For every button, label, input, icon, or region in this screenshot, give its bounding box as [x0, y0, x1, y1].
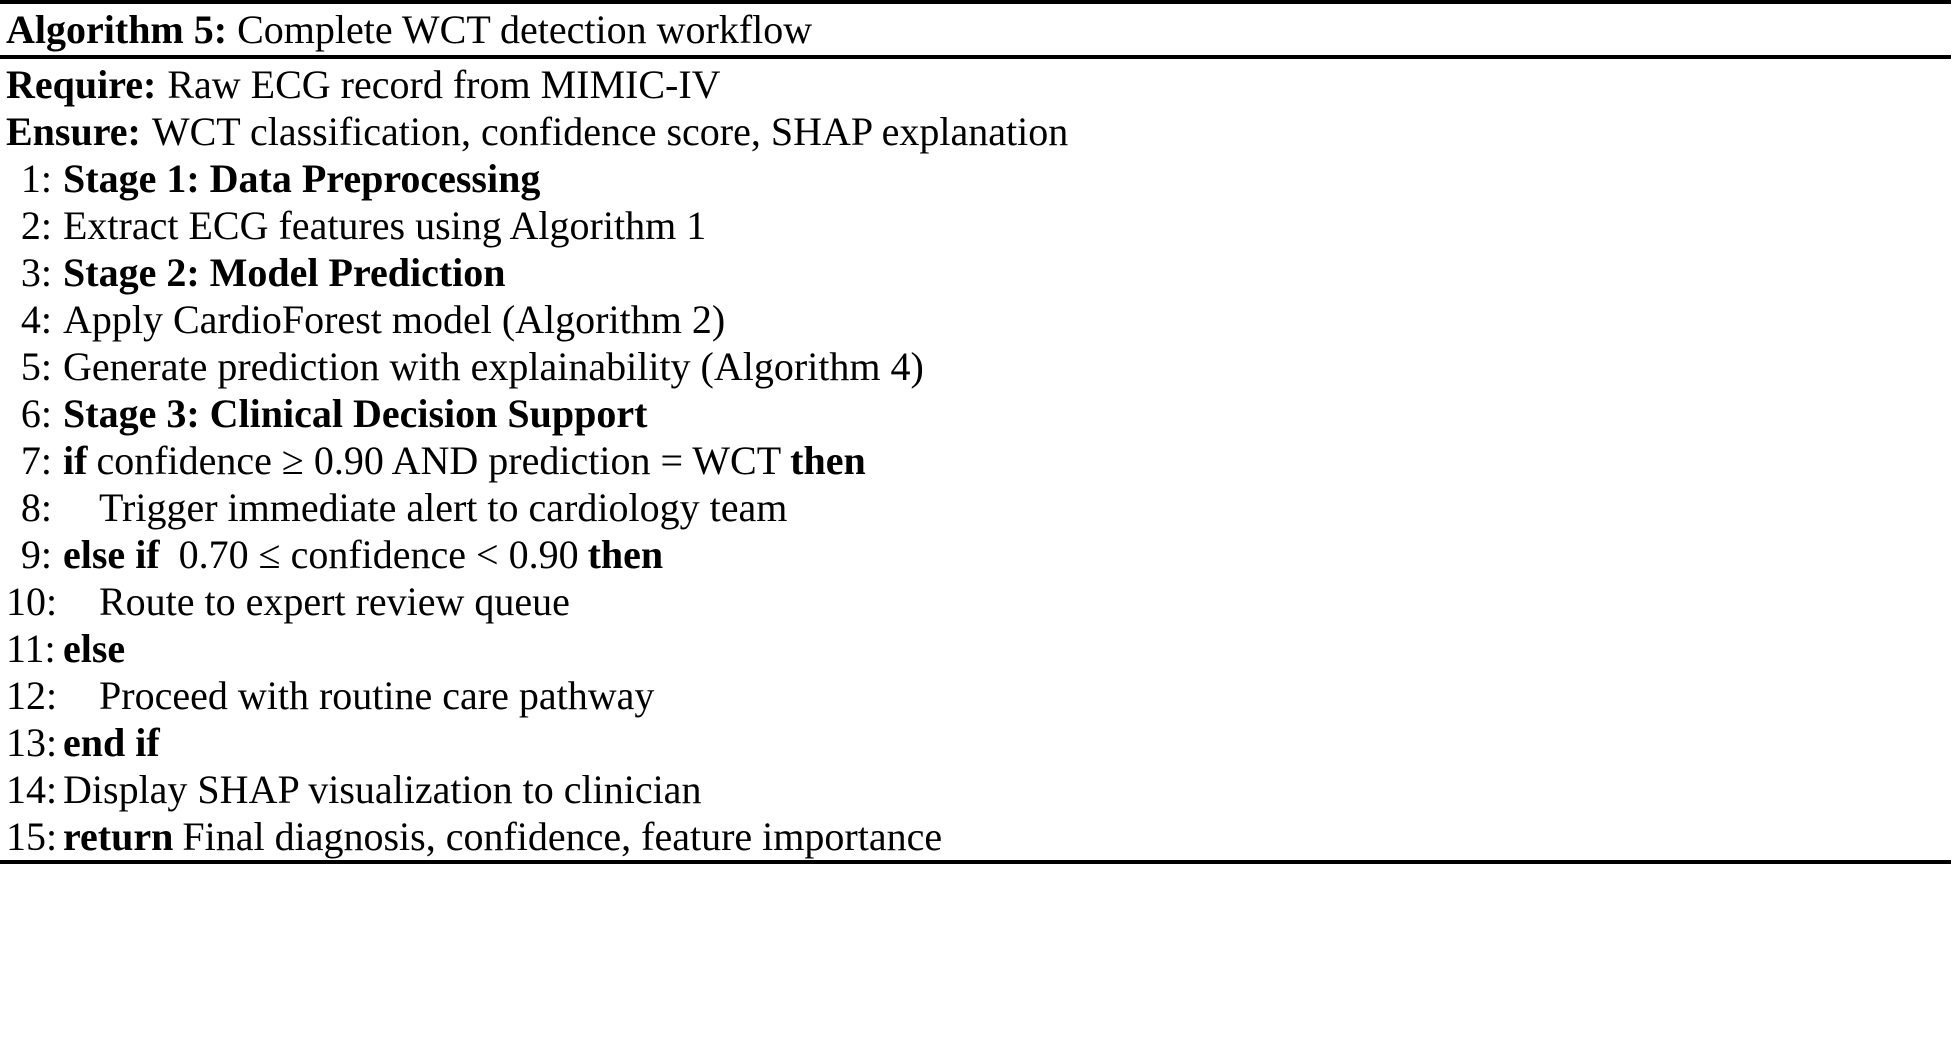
- step-number: 11:: [6, 626, 56, 671]
- step-number: 5:: [20, 344, 52, 389]
- algorithm-step: 12: Proceed with routine care pathway: [6, 672, 1953, 719]
- step-text: end if: [63, 719, 160, 766]
- step-text: Stage 3: Clinical Decision Support: [63, 390, 647, 437]
- step-number: 4:: [20, 297, 52, 342]
- step-number: 14:: [6, 767, 58, 812]
- step-text: Apply CardioForest model (Algorithm 2): [63, 297, 726, 342]
- step-number: 10:: [6, 579, 58, 624]
- algorithm-step: 11: else: [6, 625, 1953, 672]
- step-bold-prefix: Stage 2: Model Prediction: [63, 250, 506, 295]
- algorithm-label: Algorithm 5:: [6, 7, 228, 52]
- algorithm-step: 10: Route to expert review queue: [6, 578, 1953, 625]
- step-text: Stage 2: Model Prediction: [63, 249, 506, 296]
- step-body: 0.70 ≤ confidence < 0.90: [168, 532, 579, 577]
- step-text: Display SHAP visualization to clinician: [63, 767, 702, 812]
- step-text: Extract ECG features using Algorithm 1: [63, 203, 707, 248]
- step-bold-prefix: Stage 3: Clinical Decision Support: [63, 391, 648, 436]
- step-text: Trigger immediate alert to cardiology te…: [99, 485, 788, 530]
- algorithm-step: 8: Trigger immediate alert to cardiology…: [6, 484, 1953, 531]
- require-line: Require: Raw ECG record from MIMIC-IV: [6, 61, 1953, 108]
- algorithm-block: Algorithm 5: Complete WCT detection work…: [0, 0, 1953, 864]
- ensure-keyword: Ensure:: [6, 109, 141, 154]
- step-number: 15:: [6, 814, 58, 859]
- step-number: 12:: [6, 673, 58, 718]
- step-text: else: [63, 625, 125, 672]
- step-bold-suffix: then: [790, 438, 866, 483]
- algorithm-step: 6: Stage 3: Clinical Decision Support: [6, 390, 1953, 437]
- step-number: 1:: [20, 156, 52, 201]
- ensure-text: WCT classification, confidence score, SH…: [151, 109, 1069, 154]
- algorithm-step: 3: Stage 2: Model Prediction: [6, 249, 1953, 296]
- top-rule: [0, 0, 1951, 4]
- step-bold-prefix: return: [63, 814, 174, 859]
- step-body: confidence ≥ 0.90 AND prediction = WCT: [96, 438, 782, 483]
- algorithm-step: 2: Extract ECG features using Algorithm …: [6, 202, 1953, 249]
- step-bold-suffix: then: [587, 532, 664, 577]
- algorithm-body: Require: Raw ECG record from MIMIC-IV En…: [0, 59, 1953, 860]
- step-bold-prefix: if: [63, 438, 88, 483]
- step-number: 2:: [20, 203, 52, 248]
- algorithm-title: Complete WCT detection workflow: [237, 7, 813, 52]
- algorithm-caption: Algorithm 5: Complete WCT detection work…: [0, 4, 1953, 55]
- step-number: 7:: [20, 438, 52, 483]
- step-number: 3:: [20, 250, 52, 295]
- require-text: Raw ECG record from MIMIC-IV: [167, 62, 721, 107]
- step-text: Proceed with routine care pathway: [99, 673, 655, 718]
- algorithm-step: 14: Display SHAP visualization to clinic…: [6, 766, 1953, 813]
- step-text: Stage 1: Data Preprocessing: [63, 155, 540, 202]
- step-bold-prefix: end if: [63, 720, 160, 765]
- algorithm-step: 5: Generate prediction with explainabili…: [6, 343, 1953, 390]
- step-bold-prefix: Stage 1: Data Preprocessing: [63, 156, 541, 201]
- step-number: 8:: [20, 485, 52, 530]
- step-bold-prefix: else: [63, 626, 126, 671]
- algorithm-step: 13: end if: [6, 719, 1953, 766]
- caption-rule: [0, 55, 1951, 59]
- step-body: Final diagnosis, confidence, feature imp…: [182, 814, 943, 859]
- step-number: 6:: [20, 391, 52, 436]
- step-bold-prefix: else if: [63, 532, 160, 577]
- ensure-line: Ensure: WCT classification, confidence s…: [6, 108, 1953, 155]
- algorithm-step: 1: Stage 1: Data Preprocessing: [6, 155, 1953, 202]
- step-number: 13:: [6, 720, 58, 765]
- step-text: Route to expert review queue: [99, 579, 570, 624]
- algorithm-step: 4: Apply CardioForest model (Algorithm 2…: [6, 296, 1953, 343]
- step-number: 9:: [20, 532, 52, 577]
- require-keyword: Require:: [6, 62, 157, 107]
- bottom-rule: [0, 860, 1951, 864]
- step-text: Generate prediction with explainability …: [63, 344, 924, 389]
